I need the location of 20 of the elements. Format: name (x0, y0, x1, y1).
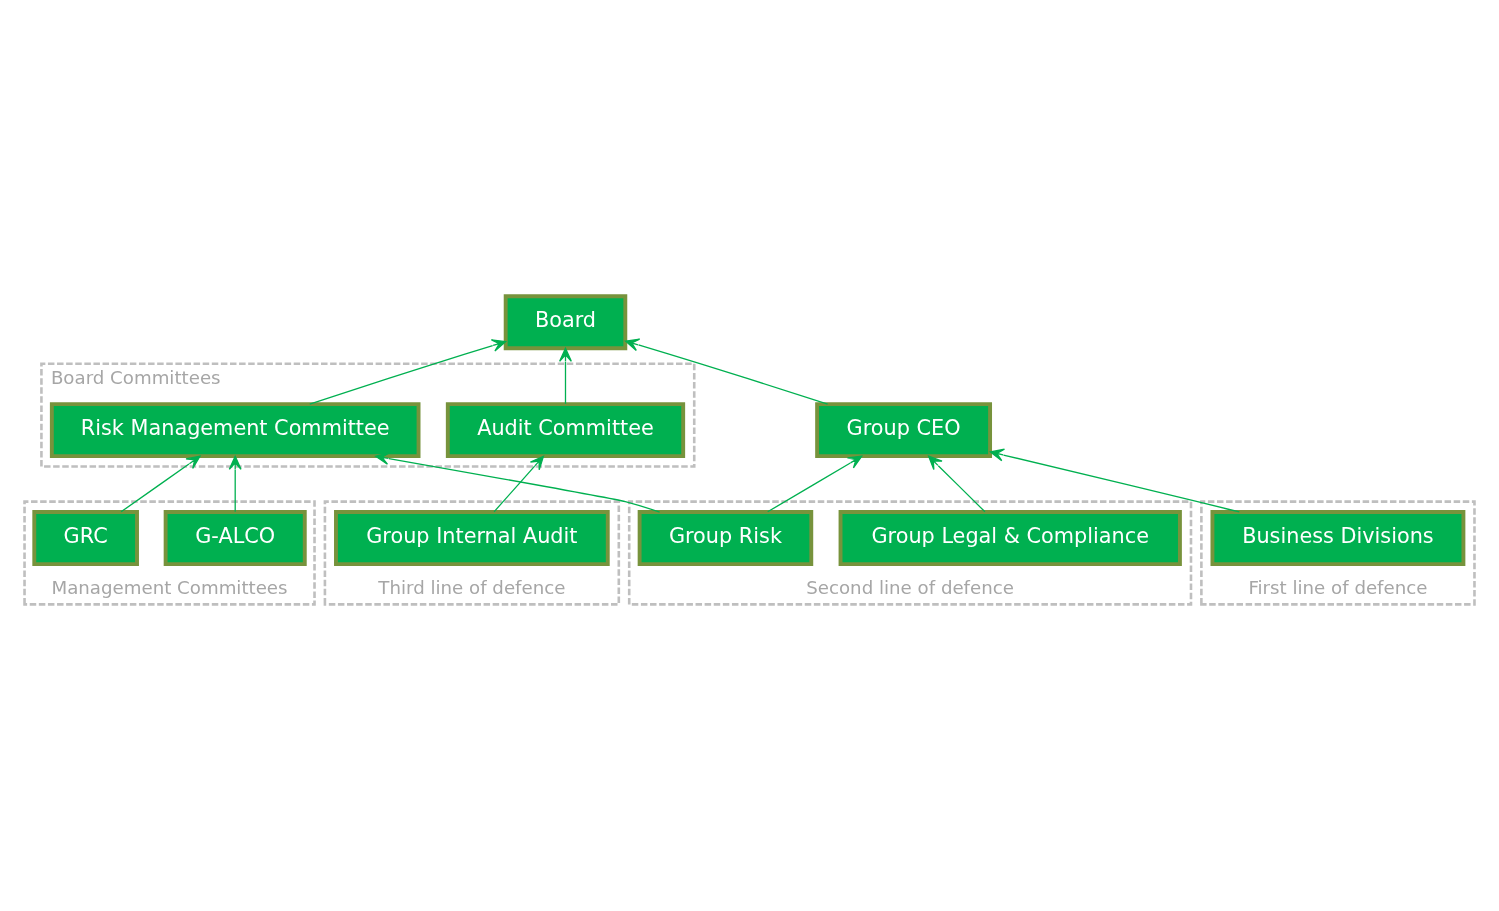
node-box: Group Risk (637, 510, 814, 567)
node-box: Group CEO (815, 402, 993, 459)
arrow (767, 455, 863, 513)
arrow (559, 347, 572, 405)
arrow (989, 448, 1240, 513)
arrow (309, 339, 507, 405)
arrow (375, 452, 661, 513)
node-box: Risk Management Committee (49, 402, 421, 459)
node-box: GRC (32, 510, 139, 567)
node-box: G-ALCO (163, 510, 307, 567)
node-box: Audit Committee (445, 402, 686, 459)
arrow (624, 338, 829, 405)
arrow (228, 455, 242, 513)
node-box: Board (503, 294, 628, 351)
node-box: Group Legal & Compliance (838, 510, 1182, 567)
arrow (120, 455, 201, 513)
arrow (928, 455, 986, 513)
arrow (493, 455, 545, 513)
node-box: Group Internal Audit (334, 510, 610, 567)
node-box: Business Divisions (1210, 510, 1466, 567)
